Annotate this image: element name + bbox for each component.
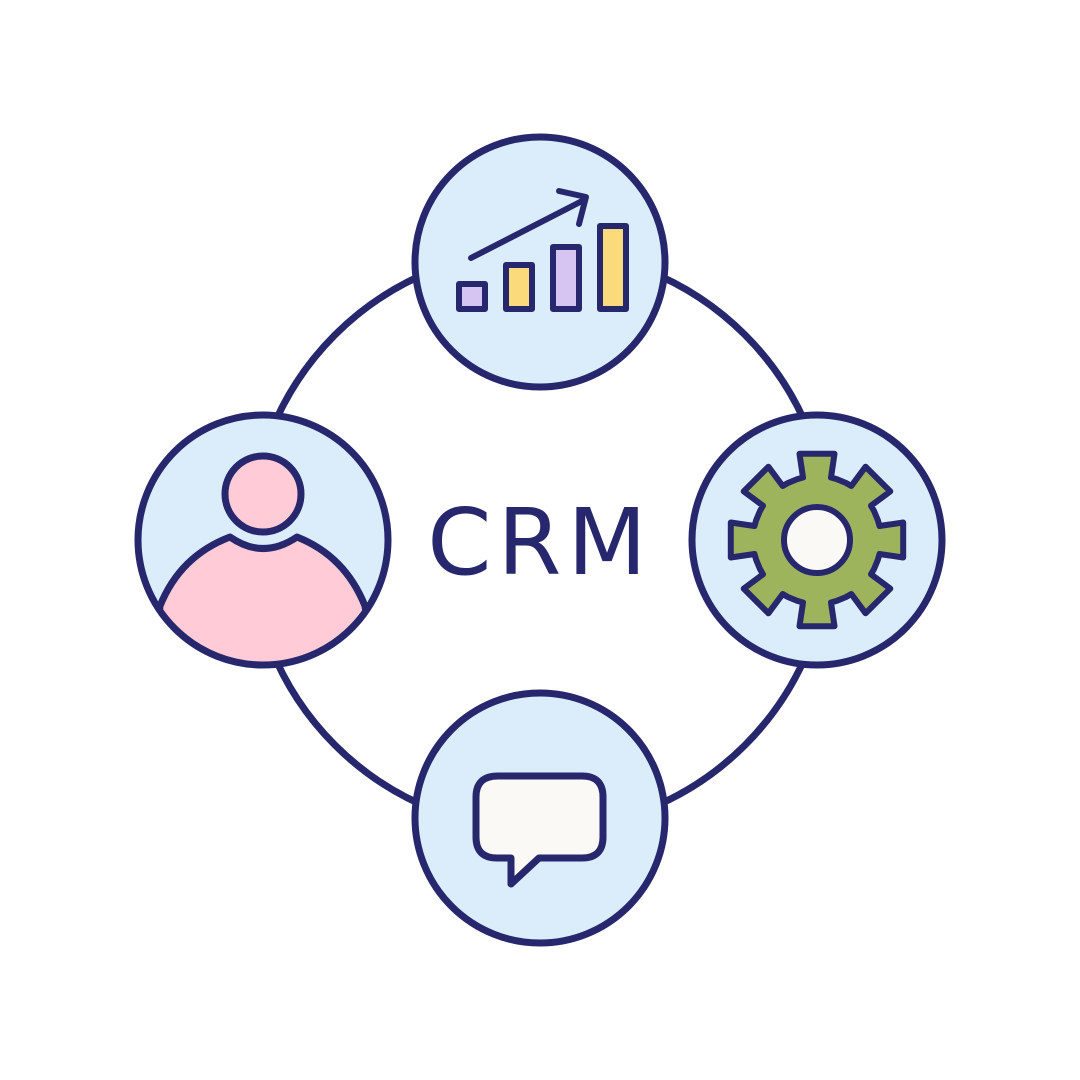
settings-node [688, 411, 946, 669]
crm-label: CRM [427, 489, 653, 596]
analytics-node [411, 133, 669, 391]
customer-node [134, 411, 392, 669]
bar-chart-growth-icon [456, 188, 629, 312]
gear-icon [727, 450, 907, 630]
communication-node [411, 689, 669, 947]
chat-bubble-icon [472, 772, 607, 888]
